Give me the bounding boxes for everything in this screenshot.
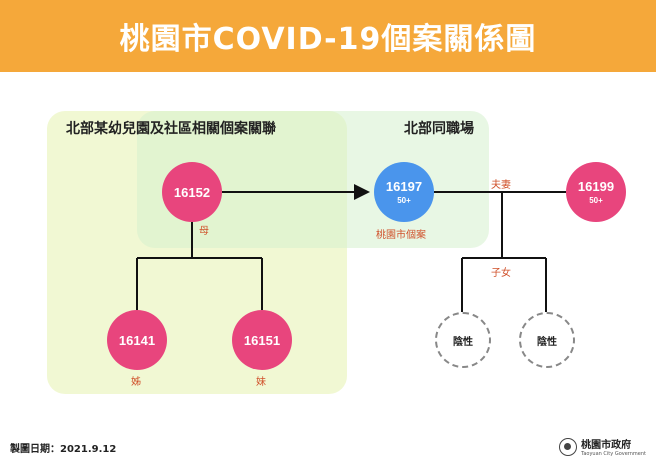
case-number: 16141 [118, 332, 156, 348]
label-mother: 母 [199, 226, 209, 237]
negative-label: 陰性 [453, 336, 473, 348]
region-b-label: 北部同職場 [404, 121, 474, 137]
case-age: 50+ [589, 196, 603, 205]
case-number: 16151 [243, 332, 281, 348]
label-children: 子女 [491, 268, 511, 279]
case-node-16199: 16199 50+ [566, 162, 626, 222]
case-node-16152: 16152 [162, 162, 222, 222]
chart-date: 製圖日期：2021.9.12 [10, 444, 117, 455]
gov-name: 桃園市政府 [581, 440, 632, 451]
case-number: 16199 [577, 179, 615, 194]
case-number: 16197 [385, 179, 423, 194]
gov-logo: 桃園市政府 Taoyuan City Government [559, 436, 646, 457]
case-node-16141: 16141 [107, 310, 167, 370]
negative-node-2: 陰性 [519, 312, 575, 368]
case-node-16151: 16151 [232, 310, 292, 370]
case-number: 16152 [173, 184, 211, 200]
case-age: 50+ [397, 196, 411, 205]
negative-node-1: 陰性 [435, 312, 491, 368]
header-banner: 桃園市COVID-19個案關係圖 [0, 0, 656, 72]
page-title: 桃園市COVID-19個案關係圖 [119, 22, 537, 57]
label-spouse: 夫妻 [491, 180, 511, 191]
negative-label: 陰性 [537, 336, 557, 348]
region-a-label: 北部某幼兒園及社區相關個案關聯 [66, 121, 276, 137]
gov-subtitle: Taoyuan City Government [581, 451, 646, 457]
case-node-16197: 16197 50+ [374, 162, 434, 222]
label-younger-sister: 妹 [256, 377, 266, 388]
label-taoyuan-case: 桃園市個案 [376, 230, 426, 241]
label-elder-sister: 姊 [131, 377, 141, 388]
city-seal-icon [559, 437, 578, 456]
